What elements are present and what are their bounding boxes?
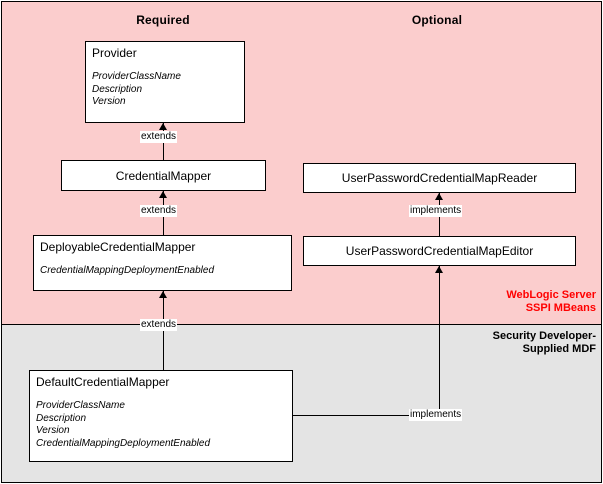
class-title-provider: Provider bbox=[92, 46, 137, 60]
class-attribute: Description bbox=[36, 412, 87, 424]
relationship-label-implements-reader: implements bbox=[409, 205, 463, 217]
section-caption-sspi-mbeans: WebLogic Server SSPI MBeans bbox=[506, 289, 596, 314]
class-box-credential-mapper[interactable]: CredentialMapper bbox=[61, 160, 266, 191]
connector-line-default-to-editor-vertical bbox=[439, 266, 440, 415]
arrowhead-icon-to-provider bbox=[159, 123, 167, 130]
class-attributes-deployable-credential-mapper: CredentialMappingDeploymentEnabled bbox=[40, 265, 291, 278]
class-attribute: Description bbox=[92, 83, 143, 95]
column-header-optional: Optional bbox=[411, 13, 463, 27]
relationship-label-implements-editor: implements bbox=[409, 409, 463, 421]
class-attribute: Version bbox=[92, 96, 126, 107]
class-title-deployable-credential-mapper: DeployableCredentialMapper bbox=[40, 240, 196, 254]
arrowhead-icon-to-deployable-credential-mapper bbox=[159, 291, 167, 298]
class-attributes-default-credential-mapper: ProviderClassName Description Version Cr… bbox=[36, 400, 292, 450]
class-box-provider[interactable]: Provider ProviderClassName Description V… bbox=[85, 41, 245, 123]
section-caption-security-developer-mdf: Security Developer- Supplied MDF bbox=[492, 330, 596, 355]
class-attribute: CredentialMappingDeploymentEnabled bbox=[36, 437, 210, 449]
relationship-label-extends-provider: extends bbox=[140, 131, 178, 143]
column-header-required: Required bbox=[136, 13, 190, 27]
relationship-label-extends-credential-mapper: extends bbox=[140, 205, 178, 217]
class-attribute: ProviderClassName bbox=[92, 71, 181, 82]
connector-line-default-to-editor-horizontal bbox=[293, 415, 440, 416]
class-box-user-password-credential-map-reader[interactable]: UserPasswordCredentialMapReader bbox=[303, 163, 576, 193]
class-attribute: CredentialMappingDeploymentEnabled bbox=[40, 265, 214, 276]
arrowhead-icon-to-map-reader bbox=[435, 193, 443, 200]
class-title-default-credential-mapper: DefaultCredentialMapper bbox=[36, 375, 170, 389]
arrowhead-icon-to-map-editor bbox=[435, 266, 443, 273]
class-box-user-password-credential-map-editor[interactable]: UserPasswordCredentialMapEditor bbox=[303, 236, 576, 266]
class-attribute: Version bbox=[36, 425, 70, 436]
arrowhead-icon-to-credential-mapper bbox=[159, 191, 167, 198]
class-attributes-provider: ProviderClassName Description Version bbox=[92, 71, 244, 109]
relationship-label-extends-deployable: extends bbox=[140, 319, 178, 331]
class-box-deployable-credential-mapper[interactable]: DeployableCredentialMapper CredentialMap… bbox=[33, 235, 292, 291]
class-attribute: ProviderClassName bbox=[36, 400, 125, 411]
class-title-user-password-credential-map-editor: UserPasswordCredentialMapEditor bbox=[345, 244, 534, 258]
class-title-credential-mapper: CredentialMapper bbox=[115, 168, 212, 183]
class-title-user-password-credential-map-reader: UserPasswordCredentialMapReader bbox=[341, 171, 538, 185]
class-box-default-credential-mapper[interactable]: DefaultCredentialMapper ProviderClassNam… bbox=[29, 370, 293, 462]
